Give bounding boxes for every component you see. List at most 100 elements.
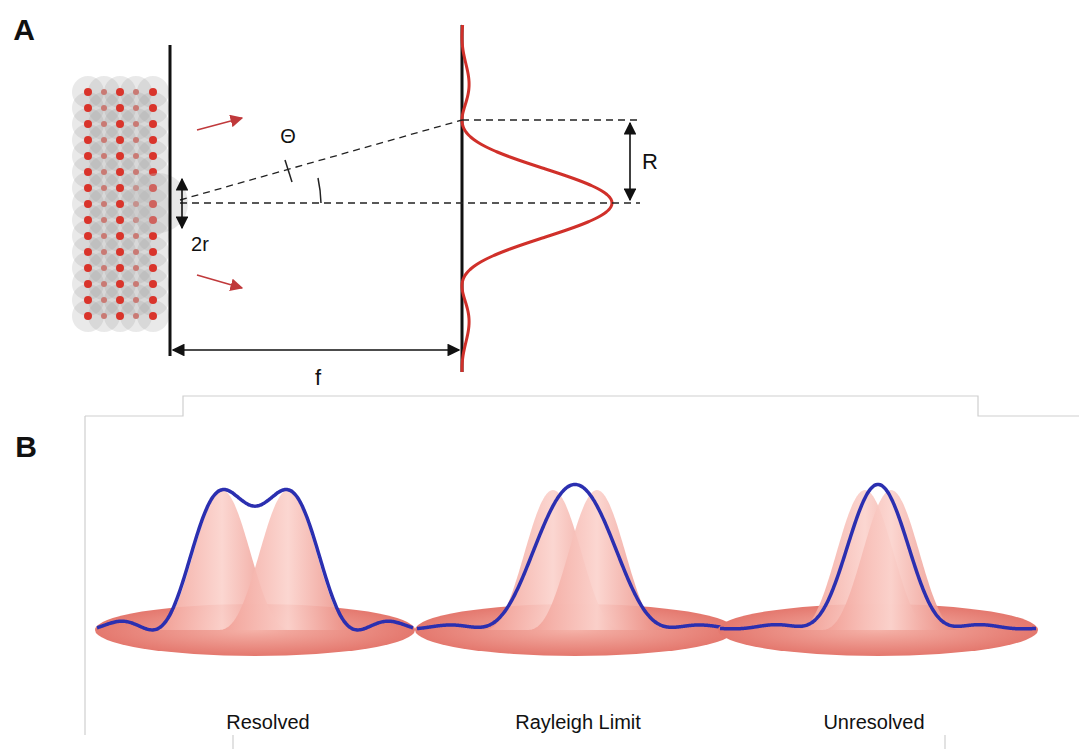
atom bbox=[133, 297, 139, 303]
summed-intensity-curve bbox=[417, 484, 733, 628]
atom bbox=[133, 249, 139, 255]
case-label: Rayleigh Limit bbox=[515, 712, 641, 732]
focal-length-label: f bbox=[315, 367, 321, 389]
radius-label: R bbox=[642, 151, 658, 173]
atom bbox=[116, 136, 124, 144]
atom bbox=[101, 201, 107, 207]
airy-disks bbox=[95, 484, 1038, 656]
scatter-halo bbox=[128, 173, 188, 233]
atom bbox=[101, 153, 107, 159]
radius-arrow bbox=[629, 123, 631, 200]
atom bbox=[116, 232, 124, 240]
atom bbox=[149, 152, 157, 160]
atom bbox=[133, 233, 139, 239]
case-label: Unresolved bbox=[823, 712, 924, 732]
atom bbox=[101, 217, 107, 223]
atom bbox=[149, 248, 157, 256]
atom bbox=[101, 313, 107, 319]
atom bbox=[149, 104, 157, 112]
atom bbox=[149, 312, 157, 320]
case-label: Resolved bbox=[226, 712, 309, 732]
summed-intensity-curve bbox=[720, 484, 1036, 628]
atom bbox=[133, 105, 139, 111]
panel-letter: A bbox=[13, 15, 35, 45]
atom bbox=[149, 136, 157, 144]
atom bbox=[84, 88, 92, 96]
diameter-arrow bbox=[181, 179, 183, 228]
panel-letter: B bbox=[15, 432, 37, 462]
atom bbox=[133, 169, 139, 175]
angle-dashed bbox=[180, 120, 462, 200]
atom bbox=[116, 200, 124, 208]
atom bbox=[84, 120, 92, 128]
angle-tick bbox=[285, 160, 292, 182]
scatter-arrow bbox=[197, 118, 242, 130]
atom bbox=[101, 233, 107, 239]
summed-intensity-curve bbox=[97, 490, 413, 630]
atom bbox=[101, 249, 107, 255]
aperture-plane bbox=[169, 45, 172, 356]
atom bbox=[116, 88, 124, 96]
atom bbox=[101, 169, 107, 175]
atom bbox=[84, 152, 92, 160]
scatter-arrow bbox=[197, 275, 242, 288]
atom bbox=[133, 153, 139, 159]
atom bbox=[101, 121, 107, 127]
screen-plane bbox=[461, 25, 464, 372]
atom bbox=[101, 265, 107, 271]
axis-dashed bbox=[180, 202, 612, 203]
panel-frame bbox=[85, 396, 1079, 749]
atom bbox=[133, 313, 139, 319]
atom bbox=[149, 88, 157, 96]
atom bbox=[84, 280, 92, 288]
intensity-peak bbox=[527, 490, 667, 630]
atom bbox=[116, 104, 124, 112]
atom bbox=[84, 168, 92, 176]
atom bbox=[84, 136, 92, 144]
radius-top-dashed bbox=[462, 119, 640, 120]
angle-arc bbox=[318, 178, 321, 203]
atom bbox=[116, 152, 124, 160]
atom bbox=[116, 120, 124, 128]
atom bbox=[116, 312, 124, 320]
atom bbox=[133, 265, 139, 271]
atom bbox=[84, 184, 92, 192]
atom bbox=[84, 216, 92, 224]
airy-profile bbox=[462, 25, 612, 372]
atom bbox=[149, 120, 157, 128]
atom bbox=[133, 281, 139, 287]
atom bbox=[116, 248, 124, 256]
radius-bottom-dashed bbox=[612, 202, 640, 203]
atom-halo bbox=[137, 300, 169, 332]
angle-label: Θ bbox=[280, 126, 296, 146]
focal-arrow bbox=[173, 349, 459, 351]
atom bbox=[116, 264, 124, 272]
atom bbox=[84, 296, 92, 304]
atom bbox=[116, 184, 124, 192]
atom bbox=[101, 89, 107, 95]
atom bbox=[149, 296, 157, 304]
atom bbox=[133, 121, 139, 127]
atom bbox=[101, 105, 107, 111]
atom bbox=[116, 280, 124, 288]
atom bbox=[133, 89, 139, 95]
atom bbox=[84, 200, 92, 208]
atom bbox=[101, 185, 107, 191]
atom bbox=[84, 248, 92, 256]
atom bbox=[149, 264, 157, 272]
atom bbox=[84, 312, 92, 320]
diameter-label: 2r bbox=[191, 234, 209, 254]
atom bbox=[116, 296, 124, 304]
atom bbox=[116, 216, 124, 224]
atom bbox=[149, 280, 157, 288]
atom bbox=[101, 297, 107, 303]
atom bbox=[84, 104, 92, 112]
atom bbox=[101, 137, 107, 143]
atom bbox=[101, 281, 107, 287]
atom bbox=[116, 168, 124, 176]
atom bbox=[84, 264, 92, 272]
atom bbox=[133, 137, 139, 143]
atom bbox=[84, 232, 92, 240]
atom bbox=[149, 232, 157, 240]
